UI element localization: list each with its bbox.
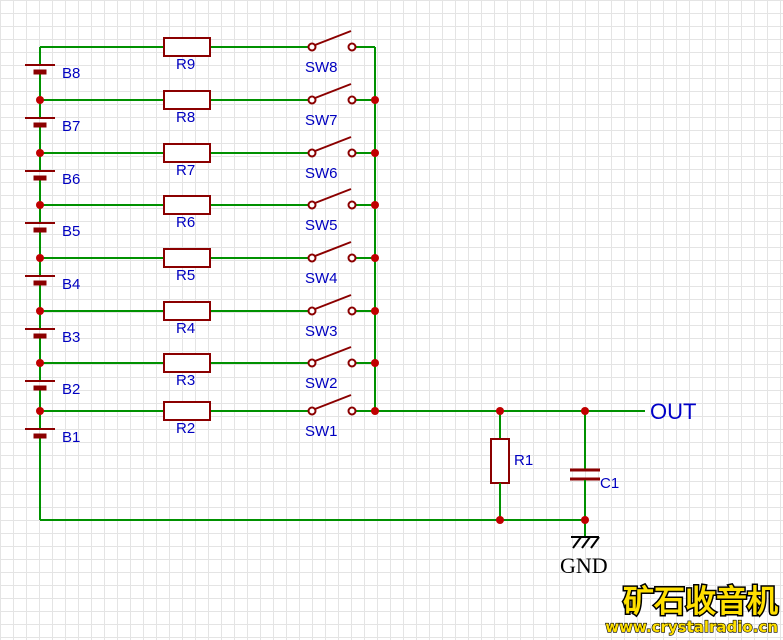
switch-label: SW2 <box>305 375 338 392</box>
resistor-symbol <box>163 90 211 110</box>
switch-label: SW4 <box>305 270 338 287</box>
resistor-symbol <box>163 248 211 268</box>
resistor-label: R7 <box>176 162 195 179</box>
load-resistor: R1 <box>490 411 533 520</box>
watermark: 矿石收音机 www.crystalradio.cn <box>605 583 780 637</box>
capacitor: C1 <box>570 411 619 520</box>
battery-symbol <box>25 117 55 128</box>
battery-label: B2 <box>62 381 80 398</box>
switch-symbol <box>307 136 357 158</box>
switch-label: SW7 <box>305 112 338 129</box>
resistor-label: R4 <box>176 320 195 337</box>
junction-dots <box>36 96 589 524</box>
battery-label: B6 <box>62 171 80 188</box>
ladder-row: R7 SW6 B6 <box>25 136 375 188</box>
resistor-label: R8 <box>176 109 195 126</box>
switch-symbol <box>307 83 357 105</box>
gnd-label: GND <box>560 553 608 578</box>
resistor-label: R9 <box>176 56 195 73</box>
battery-symbol <box>25 380 55 391</box>
switch-symbol <box>307 30 357 52</box>
switch-label: SW5 <box>305 217 338 234</box>
battery-symbol <box>25 222 55 233</box>
ladder-row: R3 SW2 B2 <box>25 346 375 398</box>
ladder-row: R6 SW5 B5 <box>25 188 375 240</box>
battery-label: B3 <box>62 329 80 346</box>
capacitor-label: C1 <box>600 475 619 492</box>
battery-symbol <box>25 328 55 339</box>
resistor-symbol <box>163 353 211 373</box>
battery-label: B7 <box>62 118 80 135</box>
switch-symbol <box>307 241 357 263</box>
battery-label: B8 <box>62 65 80 82</box>
switch-symbol <box>307 188 357 210</box>
resistor-symbol <box>490 438 510 484</box>
ladder-row: R4 SW3 B3 <box>25 294 375 346</box>
battery-label: B1 <box>62 429 80 446</box>
resistor-label: R3 <box>176 372 195 389</box>
battery-label: B4 <box>62 276 80 293</box>
switch-symbol <box>307 394 357 416</box>
battery-symbol <box>25 275 55 286</box>
ground-symbol <box>571 520 600 549</box>
switch-symbol <box>307 294 357 316</box>
switch-symbol <box>307 346 357 368</box>
resistor-symbol <box>163 401 211 421</box>
resistor-label: R2 <box>176 420 195 437</box>
ladder-row: R8 SW7 B7 <box>25 83 375 135</box>
watermark-url: www.crystalradio.cn <box>605 618 778 636</box>
resistor-symbol <box>163 143 211 163</box>
ladder-row: R2 SW1 B1 <box>25 394 375 446</box>
resistor-symbol <box>163 301 211 321</box>
ladder-row: R9 SW8 B8 <box>25 30 375 82</box>
resistor-symbol <box>163 195 211 215</box>
switch-label: SW6 <box>305 165 338 182</box>
out-label: OUT <box>650 399 696 424</box>
watermark-title: 矿石收音机 <box>623 584 778 620</box>
resistor-label: R1 <box>514 452 533 469</box>
resistor-label: R6 <box>176 214 195 231</box>
switch-label: SW8 <box>305 59 338 76</box>
battery-label: B5 <box>62 223 80 240</box>
resistor-symbol <box>163 37 211 57</box>
resistor-label: R5 <box>176 267 195 284</box>
battery-symbol <box>25 170 55 181</box>
switch-label: SW3 <box>305 323 338 340</box>
switch-label: SW1 <box>305 423 338 440</box>
battery-symbol <box>25 428 55 439</box>
ladder-row: R5 SW4 B4 <box>25 241 375 293</box>
battery-symbol <box>25 64 55 75</box>
